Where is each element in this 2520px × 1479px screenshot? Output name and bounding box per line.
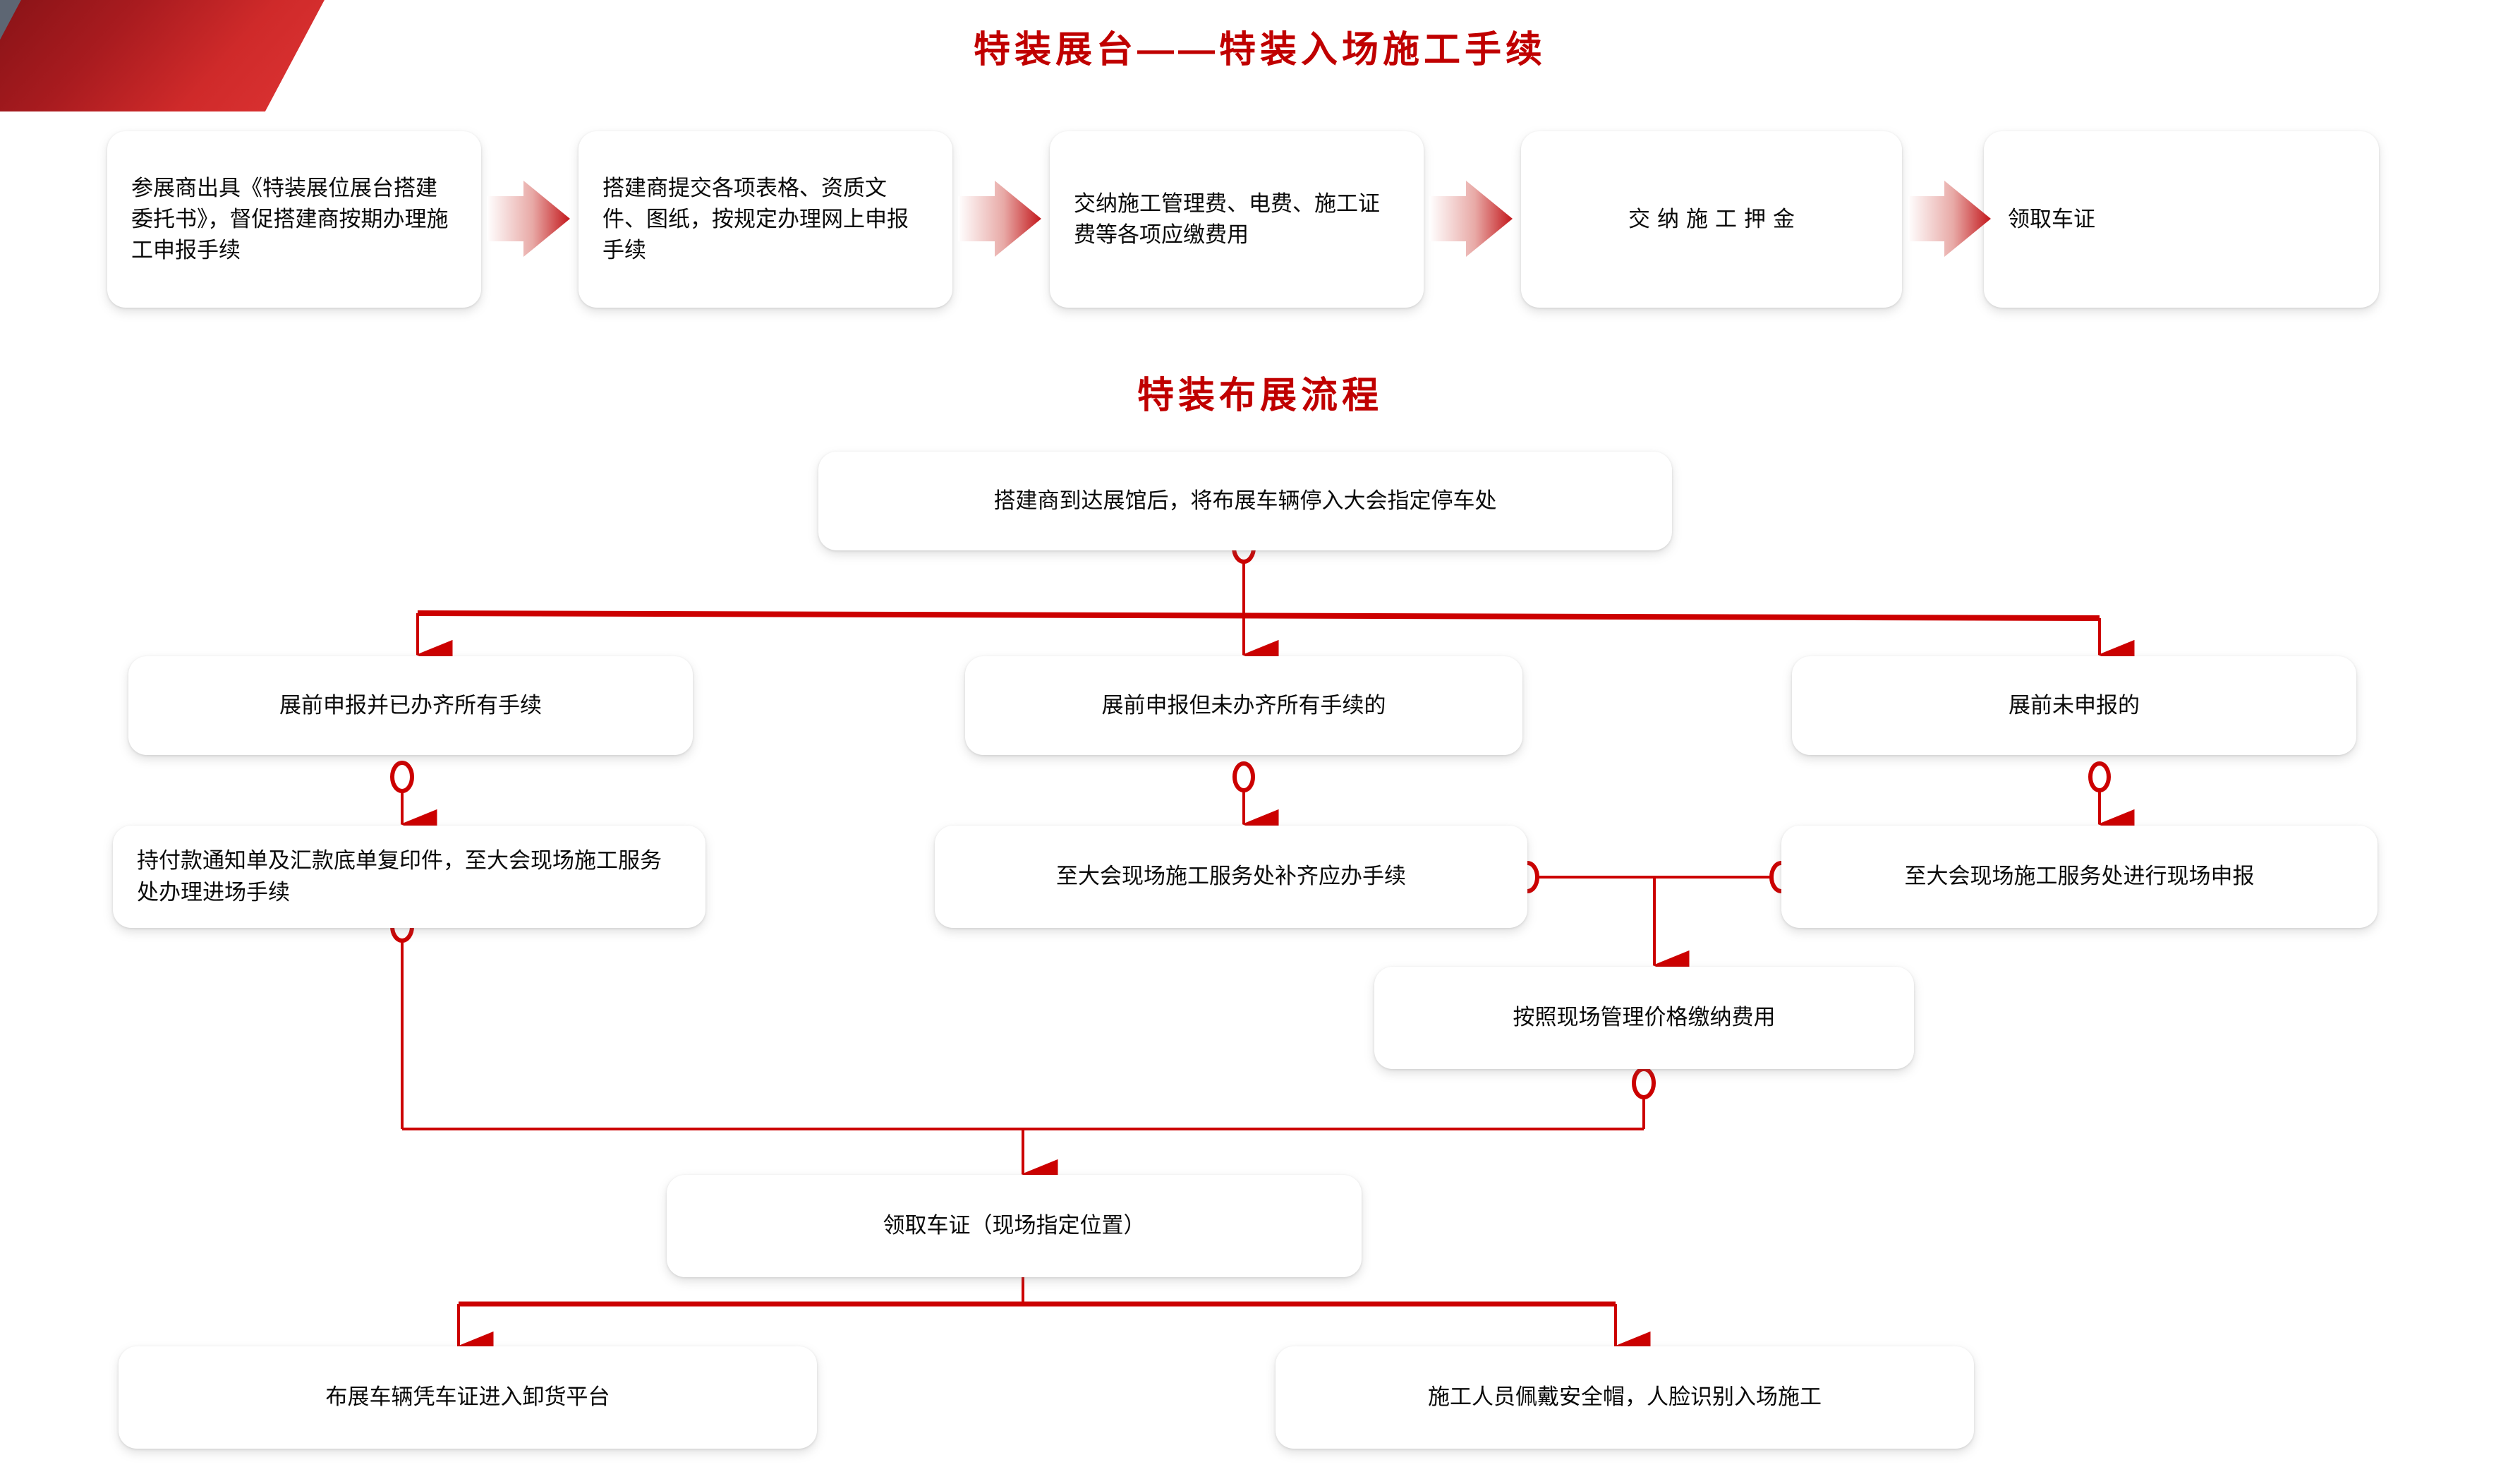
step-box-4[interactable]: 交纳施工押金 xyxy=(1521,131,1902,308)
circle-connector-icon-mid-branch xyxy=(1232,761,1255,792)
flow-node-branch-right-label: 展前未申报的 xyxy=(2009,692,2140,718)
step-box-4-label: 交纳施工押金 xyxy=(1628,206,1802,231)
step-box-3[interactable]: 交纳施工管理费、电费、施工证费等各项应缴费用 xyxy=(1050,131,1424,308)
flow-node-end-right-label: 施工人员佩戴安全帽，人脸识别入场施工 xyxy=(1428,1384,1822,1410)
circle-connector-icon-pay xyxy=(1632,1067,1656,1099)
step-box-2-label: 搭建商提交各项表格、资质文件、图纸，按规定办理网上申报手续 xyxy=(602,175,909,262)
flow-node-get-pass[interactable]: 领取车证（现场指定位置） xyxy=(667,1175,1362,1277)
step-box-1[interactable]: 参展商出具《特装展位展台搭建委托书》，督促搭建商按期办理施工申报手续 xyxy=(107,131,481,308)
flow-node-branch-right[interactable]: 展前未申报的 xyxy=(1792,656,2356,755)
section1-title: 特装展台——特装入场施工手续 xyxy=(973,30,1546,71)
flow-node-branch-mid-label: 展前申报但未办齐所有手续的 xyxy=(1101,692,1386,718)
section2-title: 特装布展流程 xyxy=(1137,375,1383,416)
flow-node-end-left[interactable]: 布展车辆凭车证进入卸货平台 xyxy=(119,1346,817,1449)
flow-node-right-step2-label: 至大会现场施工服务处进行现场申报 xyxy=(1904,864,2255,889)
flow-node-branch-mid[interactable]: 展前申报但未办齐所有手续的 xyxy=(965,656,1522,755)
flow-node-mid-step2[interactable]: 至大会现场施工服务处补齐应办手续 xyxy=(935,826,1527,928)
chevron-right-icon-4 xyxy=(1908,176,1992,265)
flow-node-start[interactable]: 搭建商到达展馆后，将布展车辆停入大会指定停车处 xyxy=(818,452,1672,550)
flow-node-left-step2-label: 持付款通知单及汇款底单复印件，至大会现场施工服务处办理进场手续 xyxy=(137,848,662,905)
step-box-3-label: 交纳施工管理费、电费、施工证费等各项应缴费用 xyxy=(1074,191,1380,247)
flow-node-pay-onsite[interactable]: 按照现场管理价格缴纳费用 xyxy=(1374,967,1914,1069)
flow-node-branch-left-label: 展前申报并已办齐所有手续 xyxy=(279,692,542,718)
flow-node-end-left-label: 布展车辆凭车证进入卸货平台 xyxy=(325,1384,610,1410)
circle-connector-icon-right-branch xyxy=(2088,761,2111,792)
flow-node-pay-onsite-label: 按照现场管理价格缴纳费用 xyxy=(1513,1005,1776,1030)
flow-node-end-right[interactable]: 施工人员佩戴安全帽，人脸识别入场施工 xyxy=(1276,1346,1974,1449)
step-box-2[interactable]: 搭建商提交各项表格、资质文件、图纸，按规定办理网上申报手续 xyxy=(578,131,952,308)
flow-node-right-step2[interactable]: 至大会现场施工服务处进行现场申报 xyxy=(1781,826,2377,928)
circle-connector-icon-left-branch xyxy=(390,761,414,793)
flow-node-branch-left[interactable]: 展前申报并已办齐所有手续 xyxy=(128,656,693,755)
flow-node-left-step2[interactable]: 持付款通知单及汇款底单复印件，至大会现场施工服务处办理进场手续 xyxy=(113,826,705,928)
chevron-right-icon-3 xyxy=(1429,176,1514,265)
step-box-1-label: 参展商出具《特装展位展台搭建委托书》，督促搭建商按期办理施工申报手续 xyxy=(131,175,449,262)
step-box-5[interactable]: 领取车证 xyxy=(1984,131,2379,308)
flow-node-mid-step2-label: 至大会现场施工服务处补齐应办手续 xyxy=(1056,864,1406,889)
chevron-right-icon-1 xyxy=(487,176,571,265)
chevron-right-icon-2 xyxy=(958,176,1043,265)
flow-node-get-pass-label: 领取车证（现场指定位置） xyxy=(883,1213,1146,1238)
flow-node-start-label: 搭建商到达展馆后，将布展车辆停入大会指定停车处 xyxy=(993,488,1497,513)
step-box-5-label: 领取车证 xyxy=(2008,206,2095,231)
